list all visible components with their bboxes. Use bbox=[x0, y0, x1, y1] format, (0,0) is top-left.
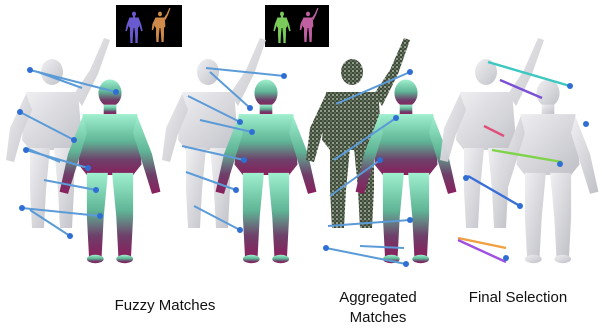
panel-fuzzy-matches bbox=[6, 38, 160, 263]
panel-final-selection bbox=[440, 38, 598, 263]
reference-thumbnail-1 bbox=[116, 5, 182, 47]
reference-thumbnail-2 bbox=[265, 5, 329, 47]
caption-aggregated-matches: Aggregated Matches bbox=[322, 288, 434, 328]
panel-fuzzy-matches-2 bbox=[162, 38, 316, 263]
panel-aggregated-matches bbox=[306, 38, 456, 267]
caption-fuzzy-matches: Fuzzy Matches bbox=[100, 296, 230, 316]
caption-final-selection: Final Selection bbox=[468, 288, 568, 308]
